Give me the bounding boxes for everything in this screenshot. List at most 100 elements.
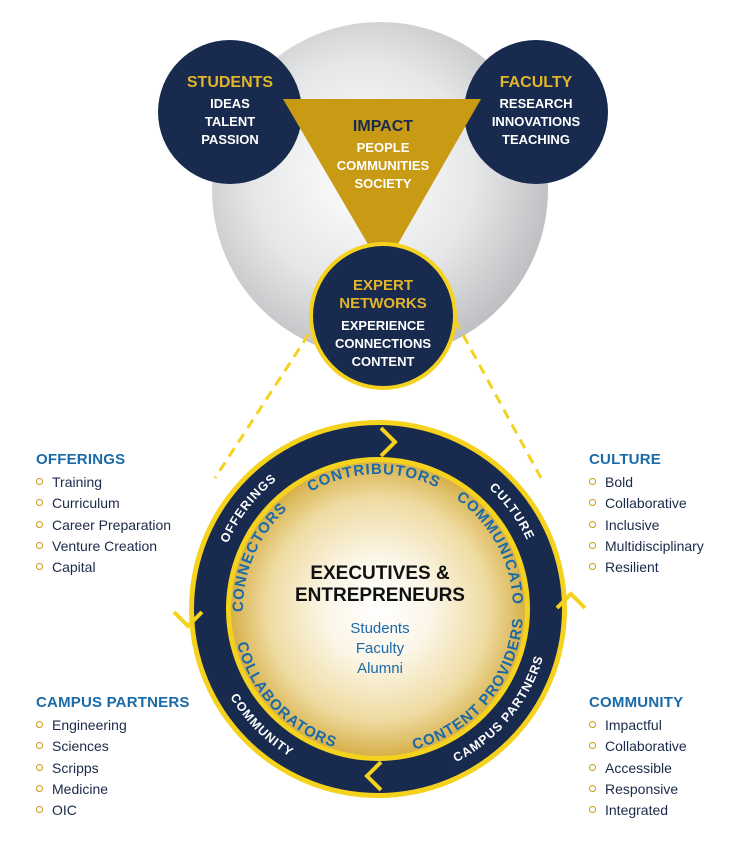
students-line-2: TALENT [205,114,255,129]
list-item: OIC [36,800,190,821]
list-item-label: Accessible [605,759,672,776]
list-item: Engineering [36,715,190,736]
list-item-label: Curriculum [52,495,120,512]
campus-partners-list: CAMPUS PARTNERS Engineering Sciences Scr… [36,694,190,821]
bullet-icon [36,541,43,549]
list-item-label: Venture Creation [52,537,158,554]
students-title: STUDENTS [187,74,274,91]
offerings-list: OFFERINGS Training Curriculum Career Pre… [36,451,171,578]
expert-title-line-2: NETWORKS [339,295,427,312]
bullet-icon [589,806,596,814]
bullet-icon [36,721,43,728]
impact-line-2: COMMUNITIES [337,158,430,173]
list-item: Venture Creation [36,536,171,557]
expert-line-2: CONNECTIONS [335,336,431,351]
list-item-label: OIC [52,802,77,819]
list-item: Training [36,472,171,493]
bullet-icon [589,520,596,528]
bullet-icon [36,499,43,507]
list-item: Responsive [589,779,687,800]
list-item-label: Responsive [605,780,679,797]
chevron-right-icon [555,591,587,610]
list-item-label: Sciences [52,738,109,755]
students-line-3: PASSION [201,132,259,147]
list-item-label: Impactful [605,717,662,733]
bullet-icon [589,763,596,771]
impact-title: IMPACT [353,118,413,135]
list-item-label: Engineering [52,717,127,733]
center-title-line-1: EXECUTIVES & [310,563,450,584]
list-item-label: Scripps [52,759,99,776]
list-item-label: Integrated [605,802,669,819]
campus-partners-title: CAMPUS PARTNERS [36,694,190,711]
center-title-line-2: ENTREPRENEURS [295,585,465,606]
impact-line-3: SOCIETY [354,176,411,191]
list-item: Curriculum [36,493,171,514]
center-line-faculty: Faculty [356,640,405,657]
list-item: Medicine [36,779,190,800]
list-item-label: Training [52,474,103,490]
faculty-line-1: RESEARCH [500,96,573,111]
faculty-line-3: TEACHING [502,132,570,147]
culture-list: CULTURE Bold Collaborative Inclusive Mul… [589,451,704,578]
list-item-label: Medicine [52,780,109,797]
students-line-1: IDEAS [210,96,250,111]
impact-node: IMPACT PEOPLE COMMUNITIES SOCIETY [283,99,481,270]
bullet-icon [36,763,43,771]
list-item-label: Inclusive [605,516,660,533]
list-item: Resilient [589,557,704,578]
bullet-icon [36,742,43,750]
list-item: Collaborative [589,493,704,514]
bullet-icon [589,499,596,507]
list-item-label: Collaborative [605,495,687,512]
community-title: COMMUNITY [589,694,684,711]
dashed-connector-left [213,319,320,479]
bullet-icon [589,563,596,571]
ring-chevrons [172,426,587,792]
bullet-icon [36,478,43,485]
culture-title: CULTURE [589,451,661,468]
list-item-label: Resilient [605,559,659,576]
bullet-icon [589,478,596,485]
list-item: Career Preparation [36,515,171,536]
faculty-title: FACULTY [500,74,573,91]
list-item: Capital [36,557,171,578]
outer-ring [189,420,567,798]
expert-line-3: CONTENT [352,354,415,369]
chevron-bottom-icon [364,760,383,792]
list-item-label: Multidisciplinary [605,537,704,554]
list-item-label: Bold [605,474,634,490]
list-item: Sciences [36,736,190,757]
bullet-icon [36,563,43,571]
center-line-students: Students [350,620,409,637]
chevron-top-icon [379,426,398,458]
list-item: Inclusive [589,515,704,536]
community-list: COMMUNITY Impactful Collaborative Access… [589,694,687,821]
faculty-line-2: INNOVATIONS [492,114,581,129]
bullet-icon [36,520,43,528]
list-item: Impactful [589,715,687,736]
bullet-icon [589,742,596,750]
expert-title-line-1: EXPERT [353,277,413,294]
list-item-label: Career Preparation [52,516,172,533]
expert-networks-node: EXPERT NETWORKS EXPERIENCE CONNECTIONS C… [309,242,457,390]
students-node: STUDENTS IDEAS TALENT PASSION [158,40,302,184]
list-item-label: Collaborative [605,738,687,755]
list-item: Bold [589,472,704,493]
list-item: Integrated [589,800,687,821]
offerings-title: OFFERINGS [36,451,126,468]
list-item: Accessible [589,758,687,779]
faculty-node: FACULTY RESEARCH INNOVATIONS TEACHING [464,40,608,184]
bullet-icon [589,784,596,792]
chevron-left-icon [172,610,204,629]
center-line-alumni: Alumni [357,660,403,677]
dashed-connector-right [453,319,543,479]
bullet-icon [36,806,43,814]
center-block: EXECUTIVES & ENTREPRENEURS Students Facu… [295,563,465,677]
expert-line-1: EXPERIENCE [341,318,425,333]
list-item: Multidisciplinary [589,536,704,557]
impact-line-1: PEOPLE [357,140,410,155]
core-circle [231,462,525,756]
bullet-icon [589,721,596,728]
